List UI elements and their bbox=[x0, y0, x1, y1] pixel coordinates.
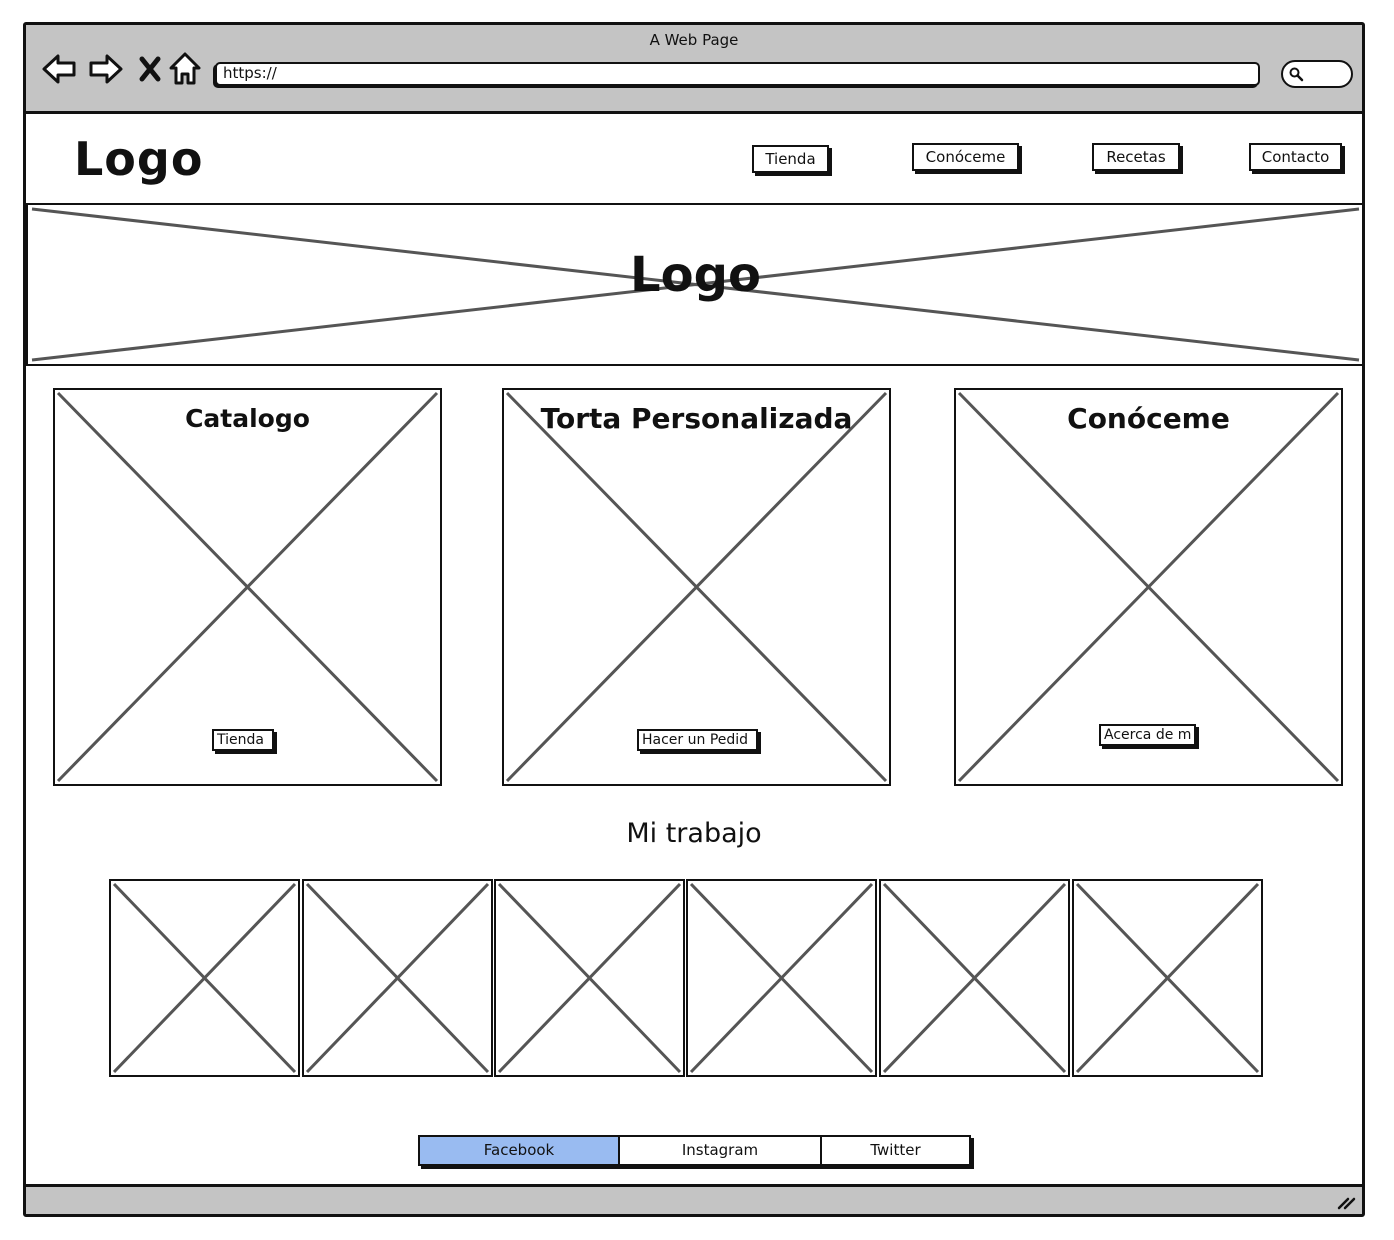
browser-statusbar bbox=[26, 1184, 1362, 1214]
gallery-item[interactable] bbox=[1072, 879, 1263, 1077]
tab-facebook[interactable]: Facebook bbox=[420, 1137, 618, 1164]
card-conoceme: Conóceme Acerca de m bbox=[954, 388, 1343, 786]
gallery-image-placeholder bbox=[689, 882, 874, 1074]
card-title: Catalogo bbox=[185, 404, 310, 433]
card-title: Conóceme bbox=[1067, 402, 1230, 435]
forward-arrow-icon[interactable] bbox=[85, 49, 125, 89]
tab-instagram[interactable]: Instagram bbox=[618, 1137, 820, 1164]
home-icon[interactable] bbox=[165, 49, 205, 89]
card-button-tienda[interactable]: Tienda bbox=[212, 729, 274, 751]
gallery-image-placeholder bbox=[882, 882, 1067, 1074]
tab-twitter[interactable]: Twitter bbox=[820, 1137, 969, 1164]
search-icon bbox=[1289, 67, 1304, 82]
card-image-placeholder bbox=[56, 391, 439, 783]
back-arrow-icon[interactable] bbox=[40, 49, 80, 89]
gallery-image-placeholder bbox=[497, 882, 682, 1074]
card-title: Torta Personalizada bbox=[540, 402, 853, 435]
url-input[interactable]: https:// bbox=[215, 62, 1260, 86]
card-torta-personalizada: Torta Personalizada Hacer un Pedid bbox=[502, 388, 891, 786]
gallery-item[interactable] bbox=[879, 879, 1070, 1077]
browser-window: A Web Page https:// Logo Tienda Conóceme… bbox=[23, 22, 1365, 1217]
menu-button-contacto[interactable]: Contacto bbox=[1249, 143, 1342, 171]
card-catalogo: Catalogo Tienda bbox=[53, 388, 442, 786]
card-button-acerca[interactable]: Acerca de m bbox=[1099, 724, 1196, 746]
gallery-item[interactable] bbox=[302, 879, 493, 1077]
close-icon[interactable] bbox=[130, 49, 170, 89]
hero-title: Logo bbox=[630, 247, 761, 303]
gallery-image-placeholder bbox=[305, 882, 490, 1074]
card-button-hacer-pedido[interactable]: Hacer un Pedid bbox=[637, 729, 758, 751]
resize-grip-icon[interactable] bbox=[1336, 1192, 1356, 1210]
gallery-item[interactable] bbox=[109, 879, 300, 1077]
gallery-image-placeholder bbox=[112, 882, 297, 1074]
gallery-title: Mi trabajo bbox=[626, 818, 762, 849]
window-title: A Web Page bbox=[649, 31, 739, 49]
browser-titlebar: A Web Page https:// bbox=[26, 25, 1362, 114]
menu-button-conoceme[interactable]: Conóceme bbox=[912, 143, 1019, 171]
hero-banner-image: Logo bbox=[26, 203, 1362, 366]
social-links-tabbar: Facebook Instagram Twitter bbox=[418, 1135, 971, 1166]
gallery-item[interactable] bbox=[494, 879, 685, 1077]
menu-button-recetas[interactable]: Recetas bbox=[1092, 143, 1180, 171]
hero-image-placeholder bbox=[31, 207, 1360, 362]
gallery-image-placeholder bbox=[1075, 882, 1260, 1074]
menu-button-tienda[interactable]: Tienda bbox=[752, 145, 829, 173]
gallery-item[interactable] bbox=[686, 879, 877, 1077]
card-image-placeholder bbox=[505, 391, 888, 783]
card-image-placeholder bbox=[957, 391, 1340, 783]
search-field[interactable] bbox=[1281, 60, 1353, 88]
page-content: Logo Tienda Conóceme Recetas Contacto Lo… bbox=[26, 114, 1362, 1187]
site-logo[interactable]: Logo bbox=[74, 132, 204, 186]
